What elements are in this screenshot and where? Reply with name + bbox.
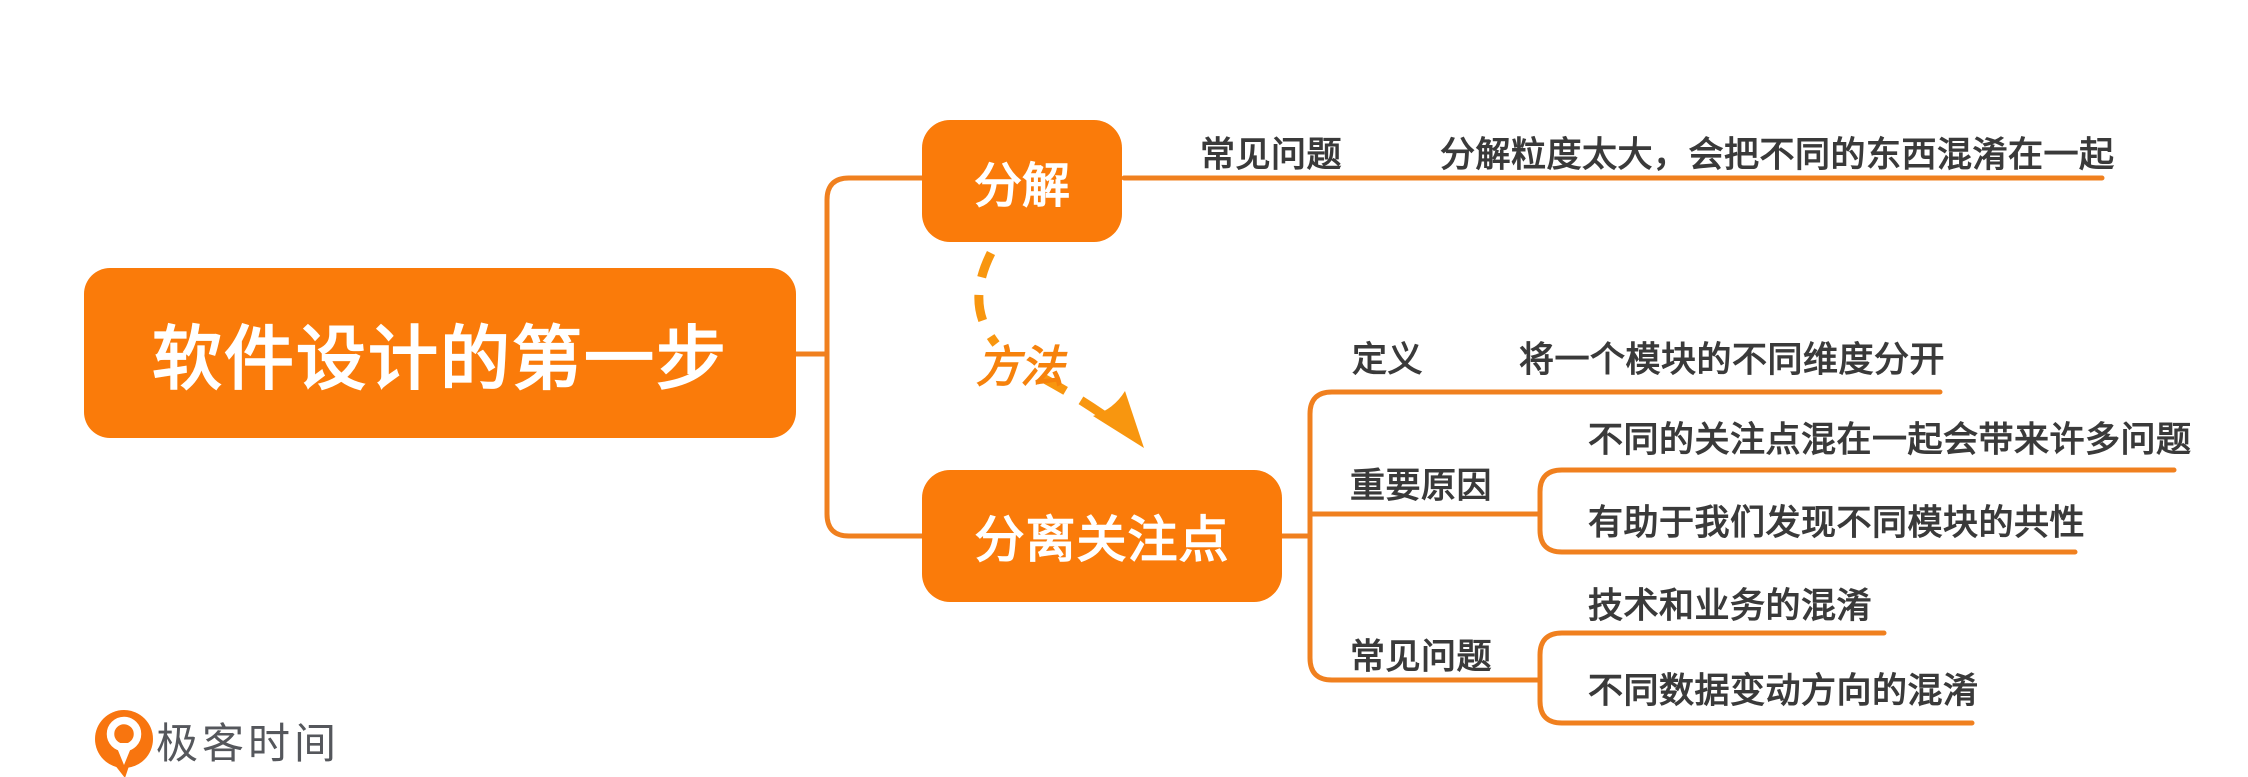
branch-node-decompose[interactable]: 分解 xyxy=(922,120,1122,242)
branch-label-separation-of-concerns: 分离关注点 xyxy=(974,512,1230,568)
branch-label-decompose: 分解 xyxy=(973,160,1070,213)
root-topic-label: 软件设计的第一步 xyxy=(152,319,728,398)
connector-reason-bracket xyxy=(1537,467,2177,555)
root-topic-node[interactable]: 软件设计的第一步 xyxy=(84,268,796,438)
topic-definition[interactable]: 定义 xyxy=(1352,340,1424,380)
branch-node-separation-of-concerns[interactable]: 分离关注点 xyxy=(922,470,1282,602)
geektime-logo: 极客时间 xyxy=(90,705,336,777)
geektime-logo-text: 极客时间 xyxy=(156,720,341,767)
connector-root-trunk xyxy=(793,175,925,539)
connector-issues-bracket xyxy=(1537,630,1975,726)
connector-soc-trunk xyxy=(1307,389,1943,683)
relationship-arrow-lower xyxy=(1040,374,1119,428)
relationship-arrow-upper xyxy=(974,250,1000,347)
topic-decompose-common-issues-detail[interactable]: 分解粒度太大，会把不同的东西混淆在一起 xyxy=(1440,135,2115,175)
relationship-arrowhead xyxy=(1093,391,1144,448)
topic-decompose-common-issues[interactable]: 常见问题 xyxy=(1200,135,1343,175)
geektime-logo-icon xyxy=(95,710,153,777)
topic-important-reasons[interactable]: 重要原因 xyxy=(1350,466,1493,506)
topic-issue-1[interactable]: 技术和业务的混淆 xyxy=(1588,586,1873,626)
topic-definition-detail[interactable]: 将一个模块的不同维度分开 xyxy=(1519,340,1946,380)
topic-common-issues[interactable]: 常见问题 xyxy=(1350,637,1493,677)
topic-issue-2[interactable]: 不同数据变动方向的混淆 xyxy=(1588,671,1979,711)
topic-reason-1[interactable]: 不同的关注点混在一起会带来许多问题 xyxy=(1588,420,2192,460)
relationship-label[interactable]: 方法 xyxy=(976,343,1064,392)
relationship-arrow xyxy=(974,250,1144,448)
topic-reason-2[interactable]: 有助于我们发现不同模块的共性 xyxy=(1588,503,2086,543)
